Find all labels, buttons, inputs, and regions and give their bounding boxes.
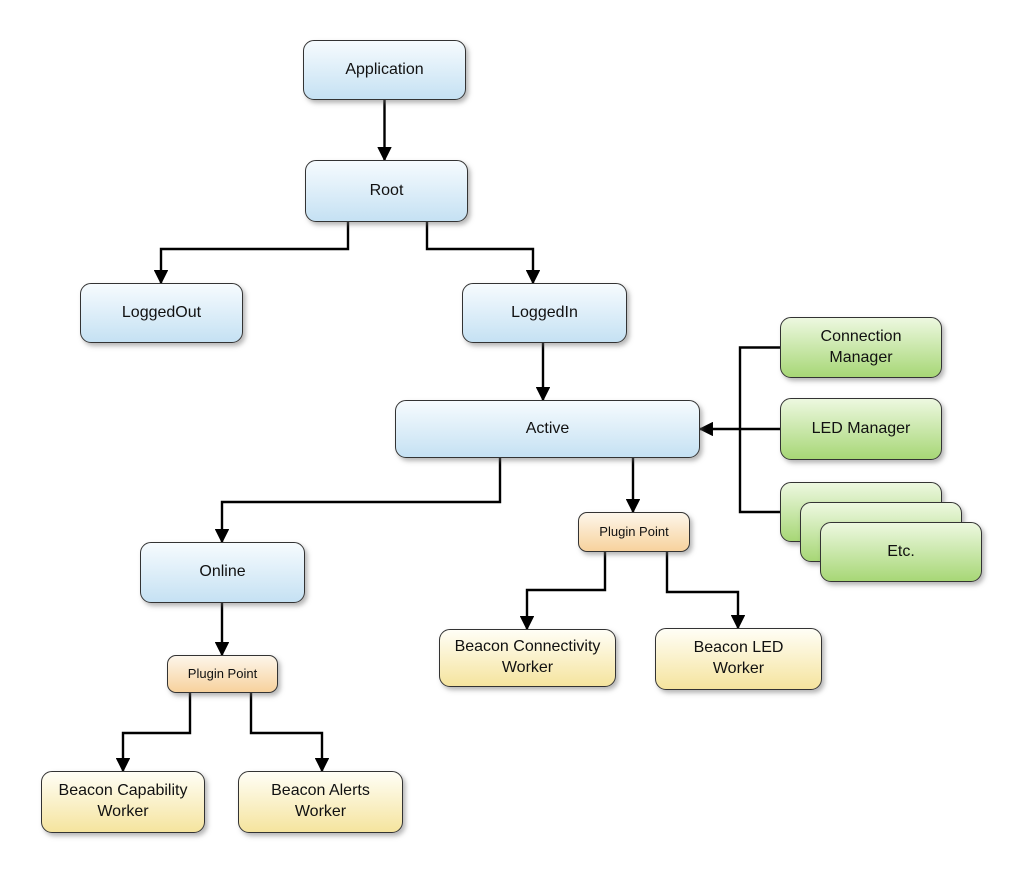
node-beacon-led-worker: Beacon LED Worker xyxy=(655,628,822,690)
edge-pluginpoint-beacon-led xyxy=(665,552,746,630)
edge-root-loggedin xyxy=(425,222,541,285)
node-beacon-capability-worker: Beacon Capability Worker xyxy=(41,771,205,833)
node-root: Root xyxy=(305,160,468,222)
node-active: Active xyxy=(395,400,700,458)
node-beacon-alerts-worker: Beacon Alerts Worker xyxy=(238,771,403,833)
node-led-manager: LED Manager xyxy=(780,398,942,460)
node-plugin-point-online: Plugin Point xyxy=(167,655,278,693)
edge-root-loggedout xyxy=(153,222,350,285)
node-online: Online xyxy=(140,542,305,603)
node-etc: Etc. xyxy=(820,522,982,582)
node-loggedin: LoggedIn xyxy=(462,283,627,343)
node-plugin-point-active: Plugin Point xyxy=(578,512,690,552)
node-connection-manager: Connection Manager xyxy=(780,317,942,378)
node-application: Application xyxy=(303,40,466,100)
edge-pluginpoint-beacon-alerts xyxy=(249,693,330,773)
edge-pluginpoint-beacon-connectivity xyxy=(519,552,607,631)
node-loggedout: LoggedOut xyxy=(80,283,243,343)
edge-pluginpoint-beacon-capability xyxy=(115,693,192,773)
edge-active-online xyxy=(214,458,502,544)
node-beacon-connectivity-worker: Beacon Connectivity Worker xyxy=(439,629,616,687)
